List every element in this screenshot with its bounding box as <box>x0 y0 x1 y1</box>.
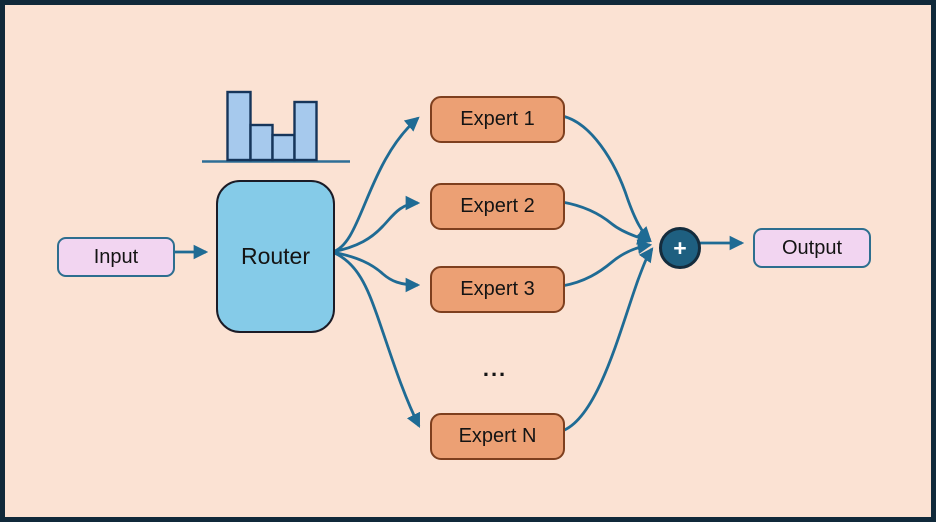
connector-layer <box>171 90 745 433</box>
expert-n-node: Expert N <box>430 413 565 460</box>
output-node: Output <box>753 228 871 268</box>
histogram-icon <box>202 90 350 163</box>
output-label: Output <box>781 236 843 259</box>
expert-3-node: Expert 3 <box>430 266 565 313</box>
arrow-expert-n-to-sum <box>561 247 654 433</box>
expert-1-label: Expert 1 <box>460 108 535 130</box>
expert-1-node: Expert 1 <box>430 96 565 143</box>
arrow-expert-1-to-sum <box>561 114 652 242</box>
input-node: Input <box>57 237 175 277</box>
expert-2-label: Expert 2 <box>460 195 535 217</box>
arrow-expert-3-to-sum <box>561 239 653 288</box>
arrow-router-to-expert-n <box>331 250 421 428</box>
ellipsis-text: ... <box>482 356 508 381</box>
experts-ellipsis: ... <box>473 353 517 385</box>
plus-icon: + <box>673 234 687 261</box>
arrow-router-to-expert-3 <box>331 250 421 293</box>
router-label: Router <box>240 243 311 269</box>
expert-2-node: Expert 2 <box>430 183 565 230</box>
arrow-expert-2-to-sum <box>561 200 653 245</box>
expert-n-label: Expert N <box>458 425 537 447</box>
input-label: Input <box>93 245 139 268</box>
arrow-router-to-expert-1 <box>331 116 420 254</box>
arrow-router-to-expert-2 <box>331 195 421 254</box>
sum-node: + <box>659 227 701 269</box>
router-node: Router <box>216 180 335 333</box>
expert-3-label: Expert 3 <box>460 278 535 300</box>
